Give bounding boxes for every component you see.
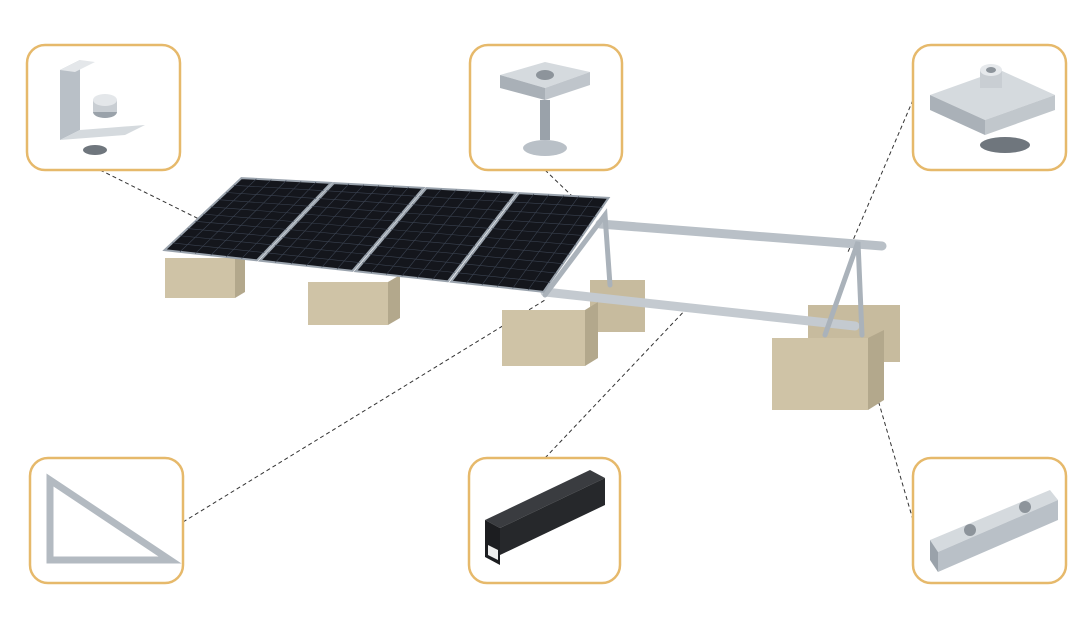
concrete-block xyxy=(308,275,400,325)
concrete-blocks xyxy=(165,252,900,410)
panel-cell-line xyxy=(416,191,487,279)
panel-cell-line xyxy=(321,186,394,268)
panel-cell-line xyxy=(225,181,302,258)
concrete-block xyxy=(590,280,645,332)
panel-cell-line xyxy=(336,186,409,270)
rail-clamp-icon xyxy=(930,64,1055,153)
callout-end-clamp xyxy=(25,43,182,172)
front-rail xyxy=(540,287,860,331)
leader-line-triangle-bracket xyxy=(182,299,546,523)
panel-cell-line xyxy=(466,193,535,284)
rail-splice-icon xyxy=(930,490,1058,572)
leader-line-rail-clamp xyxy=(847,99,914,253)
panel-cell-line xyxy=(401,190,472,277)
solar-panel-array xyxy=(162,177,611,293)
concrete-block xyxy=(502,302,598,366)
panel-cell-line xyxy=(481,194,550,286)
panel-cell-line xyxy=(179,178,257,253)
callout-mid-clamp xyxy=(468,43,624,172)
leader-line-mid-clamp xyxy=(544,169,573,197)
rail-profile-icon xyxy=(485,470,605,565)
panel-cell-line xyxy=(210,180,287,256)
panel-cell-line xyxy=(386,189,457,275)
triangle-support xyxy=(542,208,613,298)
callout-rail-clamp xyxy=(911,43,1068,172)
panel-cell-line xyxy=(527,196,594,291)
leader-line-rail-profile xyxy=(544,304,691,459)
leader-line-end-clamp xyxy=(99,169,206,223)
panel-cell-line xyxy=(370,188,442,274)
callout-triangle-bracket xyxy=(28,456,185,585)
rear-rail xyxy=(595,219,887,251)
panel-cell-line xyxy=(497,195,564,287)
panel-cell-line xyxy=(306,185,379,266)
callout-rail-profile xyxy=(467,456,622,585)
panel-cell-line xyxy=(275,183,350,263)
rails xyxy=(540,208,887,338)
end-clamp-icon xyxy=(60,60,145,155)
concrete-block xyxy=(772,330,884,410)
callout-rail-splice xyxy=(911,456,1068,585)
triangle-support xyxy=(822,241,865,338)
panel-cell-line xyxy=(432,191,502,280)
panel-cell-line xyxy=(290,184,365,265)
callouts xyxy=(25,43,1068,585)
panel-cell-line xyxy=(241,181,317,259)
mid-clamp-icon xyxy=(500,62,590,156)
panel-cell-line xyxy=(195,179,272,254)
concrete-block xyxy=(165,252,245,298)
panel-cell-line xyxy=(512,196,579,289)
triangle-bracket-icon xyxy=(46,473,182,564)
